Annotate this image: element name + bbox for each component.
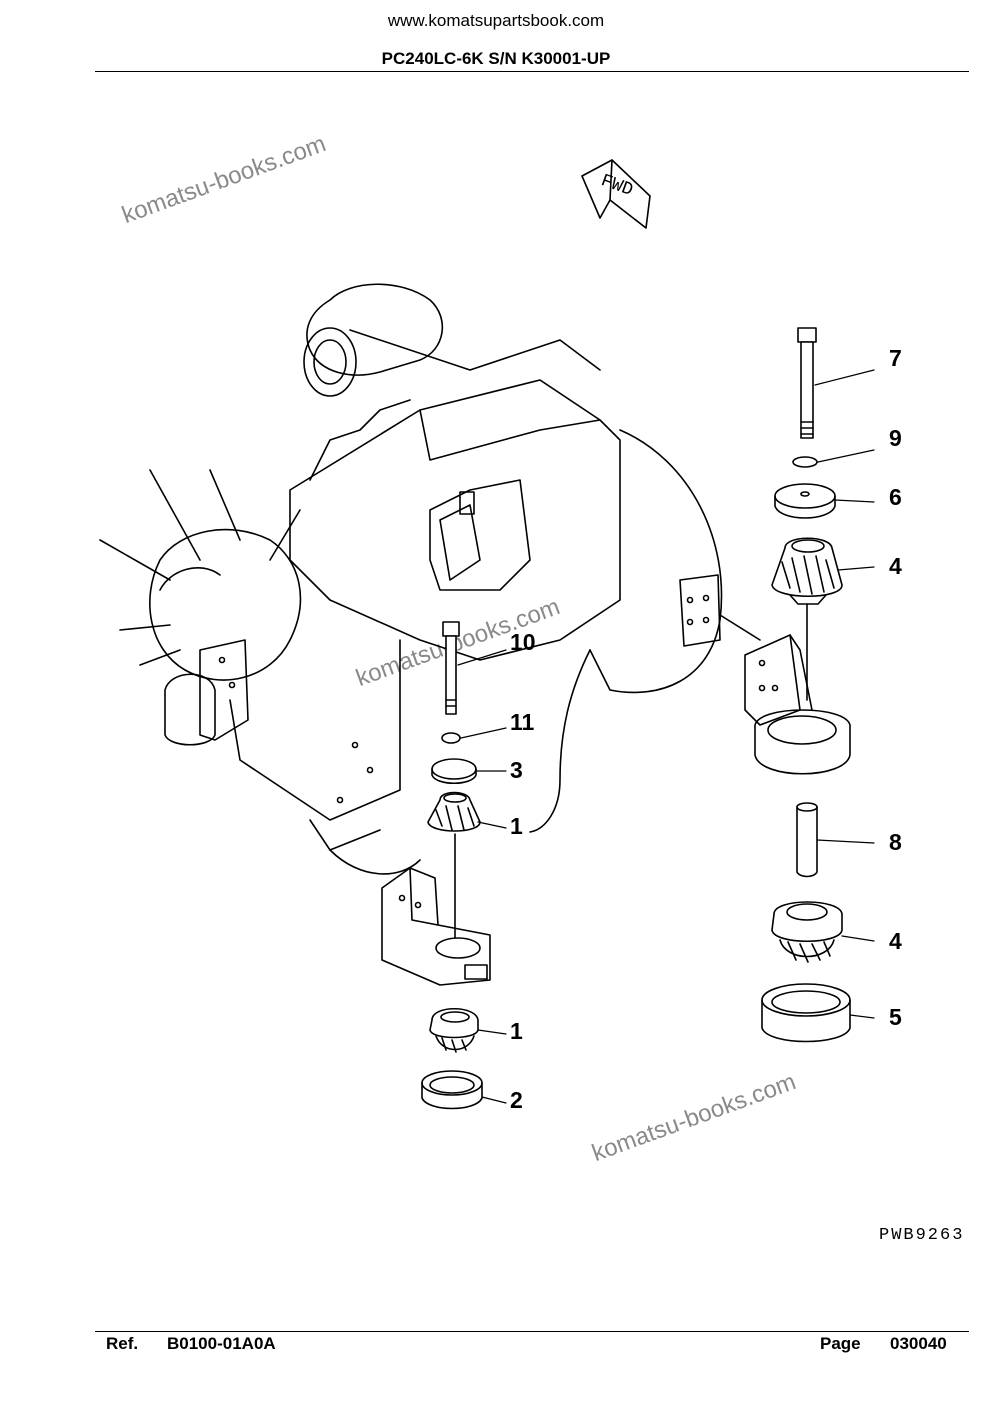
callout-5: 5: [889, 1004, 902, 1030]
header-rule: [95, 71, 969, 72]
part-1-cushion: [429, 1008, 479, 1053]
callout-11: 11: [510, 709, 535, 735]
footer-rule: [95, 1331, 969, 1332]
part-4-cushion: [771, 901, 843, 963]
part-9-washer: [792, 456, 818, 468]
callouts: 7 9 6 4 10 11 3 1 8 4 5 1 2: [510, 345, 902, 1113]
rear-mount-bracket: [719, 614, 851, 775]
fwd-arrow-icon: FWD: [581, 159, 651, 229]
callout-6: 6: [889, 484, 902, 510]
callout-1: 1: [510, 813, 523, 839]
callout-9: 9: [889, 425, 902, 451]
page-label: Page: [820, 1334, 861, 1353]
callout-4: 4: [889, 553, 902, 579]
part-4-cushion: [771, 537, 843, 605]
front-mount-bracket: [381, 867, 491, 986]
part-11-washer: [441, 732, 461, 744]
site-url[interactable]: www.komatsupartsbook.com: [387, 11, 605, 30]
callout-8: 8: [889, 829, 902, 855]
model-title: PC240LC-6K S/N K30001-UP: [381, 49, 611, 68]
callout-1: 1: [510, 1018, 523, 1044]
callout-7: 7: [889, 345, 902, 371]
callout-2: 2: [510, 1087, 523, 1113]
part-1-cushion: [427, 791, 481, 832]
leader-lines: [457, 369, 875, 1104]
engine-assembly: [99, 283, 723, 875]
callout-10: 10: [510, 629, 536, 655]
ref-value: B0100-01A0A: [167, 1334, 276, 1353]
part-3-plate: [431, 758, 477, 785]
callout-3: 3: [510, 757, 523, 783]
figure-id: PWB9263: [879, 1226, 965, 1245]
part-6-plate: [774, 483, 836, 519]
part-8-collar: [796, 802, 818, 878]
part-2-cup: [421, 1070, 483, 1110]
part-5-cup: [761, 983, 851, 1043]
callout-4: 4: [889, 928, 902, 954]
page-value: 030040: [890, 1334, 947, 1353]
part-10-bolt: [442, 621, 460, 715]
ref-label: Ref.: [106, 1334, 139, 1353]
part-7-bolt: [797, 327, 817, 439]
